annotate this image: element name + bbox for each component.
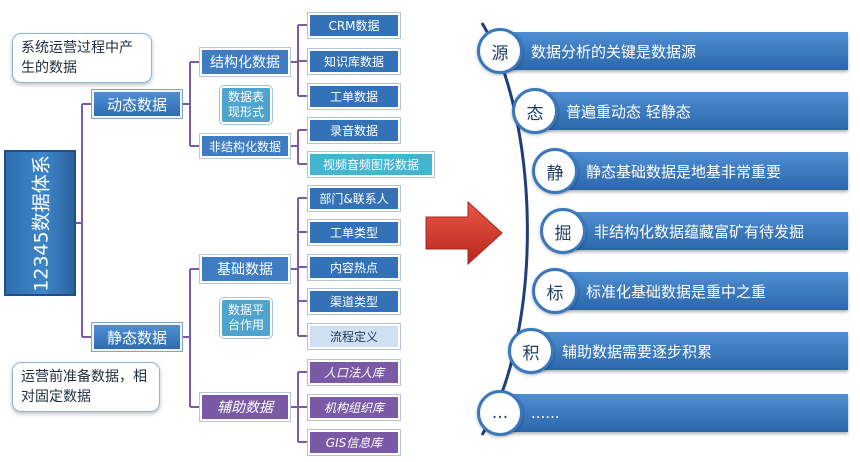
basic-data-node: 基础数据	[200, 255, 290, 283]
principle-char: 静	[532, 148, 578, 194]
form-note-text: 数据表现形式	[227, 90, 264, 119]
leaf-ticket-type: 工单类型	[308, 220, 400, 245]
leaf-label: 流程定义	[329, 330, 378, 344]
principle-bar: 静态基础数据是地基非常重要	[552, 152, 848, 190]
unstructured-data-node: 非结构化数据	[200, 134, 290, 158]
dynamic-data-label: 动态数据	[106, 95, 167, 114]
root-label: 12345数据体系	[30, 154, 53, 292]
right-arrow-icon	[425, 200, 503, 266]
leaf-label: GIS信息库	[325, 436, 383, 450]
basic-data-label: 基础数据	[217, 262, 273, 278]
static-data-node: 静态数据	[92, 323, 182, 351]
leaf-recording: 录音数据	[308, 118, 400, 143]
principle-text: 静态基础数据是地基非常重要	[586, 162, 782, 181]
dynamic-data-node: 动态数据	[92, 90, 182, 118]
leaf-label: 内容热点	[329, 261, 378, 275]
platform-note: 数据平台作用	[220, 298, 272, 338]
root-node: 12345数据体系	[4, 150, 76, 296]
structured-data-node: 结构化数据	[200, 48, 290, 76]
principle-text: 辅助数据需要逐步积累	[562, 342, 713, 361]
leaf-hotspot: 内容热点	[308, 255, 400, 280]
aux-data-node: 辅助数据	[200, 393, 290, 421]
principle-text: 非结构化数据蕴藏富矿有待发掘	[594, 222, 805, 241]
leaf-channel-type: 渠道类型	[308, 289, 400, 314]
leaf-label: 渠道类型	[329, 295, 378, 309]
leaf-crm: CRM数据	[308, 13, 400, 38]
leaf-video: 视频音频图形数据	[308, 152, 434, 177]
leaf-dept-contact: 部门&联系人	[308, 186, 400, 211]
leaf-label: 机构组织库	[323, 401, 384, 415]
structured-data-label: 结构化数据	[210, 55, 280, 71]
leaf-gis-db: GIS信息库	[308, 430, 400, 455]
unstructured-data-label: 非结构化数据	[208, 139, 281, 154]
leaf-label: CRM数据	[328, 19, 380, 33]
leaf-label: 人口法人库	[323, 366, 384, 380]
principle-char: ...	[477, 390, 523, 436]
principle-text: 标准化基础数据是重中之重	[586, 282, 767, 301]
principle-char: 掘	[540, 208, 586, 254]
principle-char: 态	[512, 88, 558, 134]
static-callout: 运营前准备数据，相对固定数据	[12, 362, 160, 412]
principle-text: ......	[531, 404, 560, 422]
principle-bar: 辅助数据需要逐步积累	[528, 332, 848, 370]
principle-bar: 非结构化数据蕴藏富矿有待发掘	[560, 212, 848, 250]
principle-char: 积	[508, 328, 554, 374]
leaf-label: 录音数据	[329, 124, 378, 138]
static-data-label: 静态数据	[106, 328, 167, 347]
principle-bar: 数据分析的关键是数据源	[497, 32, 848, 70]
principle-char: 标	[532, 268, 578, 314]
leaf-population-db: 人口法人库	[308, 360, 400, 385]
principle-text: 普遍重动态 轻静态	[566, 102, 691, 121]
principle-char: 源	[477, 28, 523, 74]
leaf-label: 知识库数据	[323, 55, 384, 69]
aux-data-label: 辅助数据	[217, 400, 273, 416]
platform-note-text: 数据平台作用	[227, 303, 264, 332]
dynamic-callout-text: 系统运营过程中产生的数据	[21, 40, 133, 76]
leaf-label: 工单数据	[329, 90, 378, 104]
principle-bar: ......	[497, 394, 848, 432]
principle-bar: 普遍重动态 轻静态	[532, 92, 848, 130]
leaf-label: 工单类型	[329, 226, 378, 240]
leaf-process: 流程定义	[308, 324, 400, 349]
dynamic-callout: 系统运营过程中产生的数据	[12, 33, 152, 83]
static-callout-text: 运营前准备数据，相对固定数据	[21, 369, 147, 405]
form-note: 数据表现形式	[220, 86, 272, 124]
leaf-knowledge: 知识库数据	[308, 49, 400, 74]
principle-text: 数据分析的关键是数据源	[531, 42, 697, 61]
leaf-ticket: 工单数据	[308, 84, 400, 109]
principle-bar: 标准化基础数据是重中之重	[552, 272, 848, 310]
leaf-org-db: 机构组织库	[308, 395, 400, 420]
leaf-label: 视频音频图形数据	[322, 158, 419, 172]
leaf-label: 部门&联系人	[319, 192, 389, 206]
